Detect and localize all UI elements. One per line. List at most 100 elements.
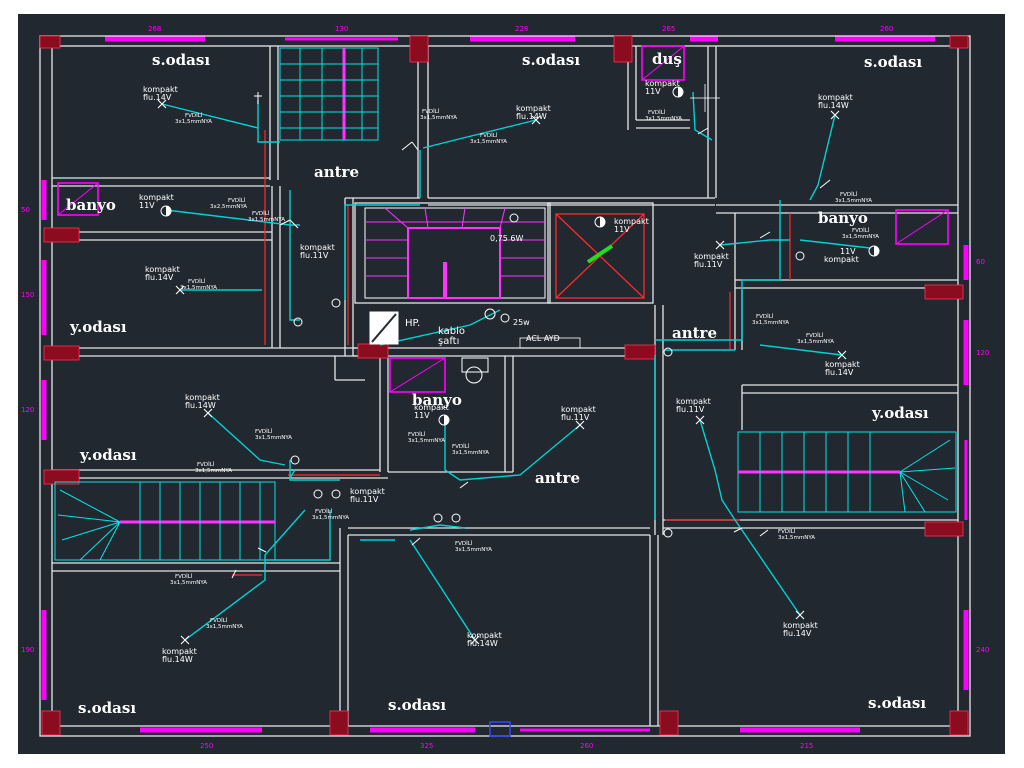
room-label-antre: antre: [535, 469, 580, 487]
dim-bottom-3: 260: [580, 742, 593, 750]
lamp-cross-1: [157, 99, 167, 109]
dim-right-2: 120: [976, 349, 989, 357]
dim-right-3: 240: [976, 646, 989, 654]
dim-left-1: 50: [21, 206, 30, 214]
switch-symbols: [231, 92, 831, 579]
dim-bottom-4: 215: [800, 742, 813, 750]
lamp-cross-2: [531, 115, 541, 125]
dim-top-2: 228: [515, 25, 528, 33]
dim-top-3: 260: [880, 25, 893, 33]
dim-right-1: 60: [976, 258, 985, 266]
cable-label: kablo: [438, 326, 465, 337]
room-labels: s.odası s.odası duş s.odası antre banyo …: [66, 50, 929, 717]
dim-bottom-2: 325: [420, 742, 433, 750]
bulb-icon: [672, 86, 684, 98]
shaft-label: şaftı: [438, 336, 459, 347]
columns: [39, 35, 969, 736]
room-label-dus: duş: [652, 50, 682, 68]
room-label-sodasi: s.odası: [78, 699, 136, 717]
room-label-yodasi: y.odası: [69, 318, 127, 336]
emergency-light-label: ACL AYD: [526, 334, 560, 343]
lamp-cross-7: [203, 408, 213, 418]
room-label-sodasi: s.odası: [152, 51, 210, 69]
bulb-icon: [160, 205, 172, 217]
bulb-icon: [868, 245, 880, 257]
room-label-banyo: banyo: [818, 209, 868, 227]
stair-center: [364, 207, 546, 299]
feeder-lines: [232, 130, 791, 576]
room-label-banyo: banyo: [412, 391, 462, 409]
stair-lower-left: [54, 481, 276, 561]
dim-bottom-1: 250: [200, 742, 213, 750]
compact-bulbs: [160, 86, 880, 426]
lamp-cross-10: [180, 635, 190, 645]
wattage-label: 25w: [513, 318, 530, 327]
room-label-sodasi: s.odası: [388, 696, 446, 714]
dim-left-3: 120: [21, 406, 34, 414]
lamp-cross-11: [470, 635, 480, 645]
elevator-shaft: [555, 213, 645, 299]
dim-left-2: 150: [21, 291, 34, 299]
room-label-yodasi: y.odası: [871, 404, 929, 422]
window-bands: [41, 36, 969, 733]
lamp-cross-3: [830, 110, 840, 120]
lamp-cross-8: [575, 420, 585, 430]
lamp-cross-4: [175, 285, 185, 295]
stair-top: [279, 47, 379, 141]
dim-top-1: 268: [148, 25, 161, 33]
wattage-label: 0,75 6W: [490, 234, 523, 243]
lamp-cross-5: [715, 240, 725, 250]
walls: [39, 35, 971, 737]
room-label-sodasi: s.odası: [868, 694, 926, 712]
entrance-door: [489, 721, 511, 737]
wiring: [161, 91, 871, 641]
room-label-antre: antre: [672, 324, 717, 342]
ventilation-shafts: [57, 45, 949, 393]
drawing-canvas: [18, 14, 1005, 754]
dim-top-4: 130: [335, 25, 348, 33]
dimension-labels: 268 228 260 130 265 250 325 260 215 50 1…: [21, 25, 989, 750]
dim-top-5: 265: [662, 25, 675, 33]
hp-panel: [369, 308, 581, 384]
room-label-yodasi: y.odası: [79, 446, 137, 464]
hp-label: HP.: [405, 318, 420, 329]
